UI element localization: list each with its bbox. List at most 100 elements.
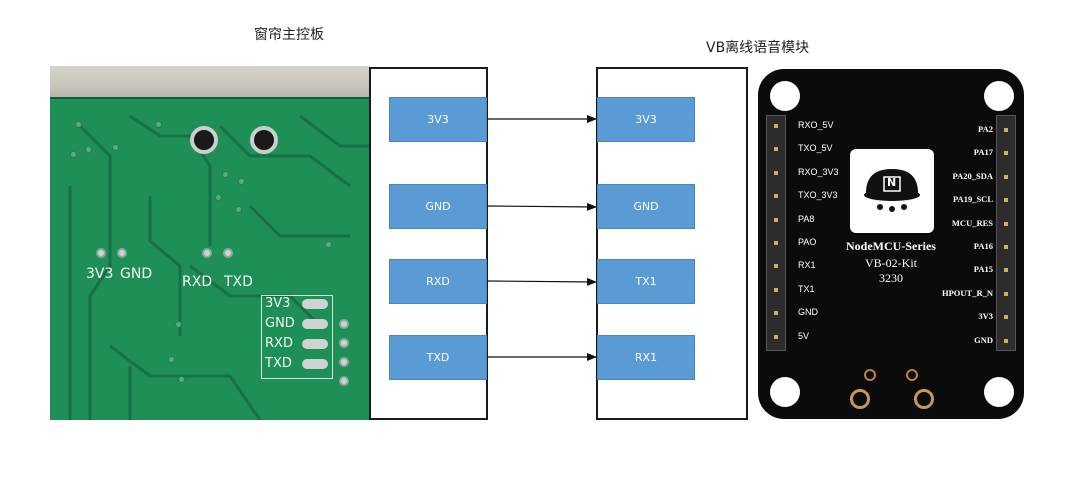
- module-number: 3230: [879, 271, 903, 285]
- arrow-gnd: [486, 202, 597, 211]
- board-background-top: [50, 66, 370, 98]
- header-pin: [302, 319, 328, 329]
- right-header-pin: [1004, 315, 1008, 320]
- right-header-pin: [1004, 128, 1008, 132]
- pcb-label-rxd: RXD: [182, 274, 213, 290]
- pcb-label-3v3: 3V3: [86, 266, 114, 282]
- right-pin-label: PA19_SCL: [953, 194, 993, 205]
- left-header-pin: [774, 264, 778, 269]
- via: [75, 121, 82, 128]
- board-pin-gnd: GND: [389, 184, 487, 229]
- left-header-pin: [774, 311, 778, 316]
- via: [155, 121, 162, 128]
- right-header-pin: [1004, 221, 1008, 226]
- via: [178, 376, 185, 383]
- pcb-component: [250, 126, 278, 154]
- header-pin: [302, 299, 328, 309]
- left-pin-label: RXO_3V3: [798, 166, 839, 177]
- via: [70, 151, 77, 158]
- header-label-3v3: 3V3: [265, 296, 291, 311]
- via: [222, 171, 229, 178]
- left-pin-label: 5V: [798, 330, 810, 341]
- board-pin-3v3: 3V3: [389, 97, 487, 142]
- left-pin-header: [766, 115, 786, 351]
- via: [238, 178, 245, 185]
- left-header-pin: [774, 194, 778, 199]
- right-pin-label: PA15: [973, 264, 993, 275]
- board-pin-rxd: RXD: [389, 259, 487, 304]
- left-pin-label: TXO_5V: [798, 143, 833, 154]
- left-header-pin: [774, 287, 778, 292]
- right-header-pin: [1004, 291, 1008, 296]
- pcb-pad: [339, 319, 349, 329]
- right-pin-label: PA16: [973, 241, 993, 251]
- header-label-txd: TXD: [265, 356, 292, 371]
- via: [175, 321, 182, 328]
- pcb-pad-txd: [223, 248, 233, 258]
- right-pin-label: HPOUT_R_N: [942, 287, 993, 298]
- left-pin-label: TXO_3V3: [798, 190, 838, 201]
- left-pin-label: TX1: [798, 283, 815, 294]
- via: [85, 146, 92, 153]
- right-pin-label: 3V3: [978, 311, 993, 322]
- board-pin-txd: TXD: [389, 335, 487, 380]
- pcb-label-txd: TXD: [224, 274, 253, 290]
- nodemcu-logo-icon: [864, 169, 920, 212]
- speaker-pad: [864, 369, 876, 381]
- left-pin-label: PAO: [798, 237, 817, 247]
- right-header-pin: [1004, 198, 1008, 203]
- pcb-header-outline: [261, 295, 333, 379]
- right-pin-label: GND: [974, 334, 993, 345]
- right-header-pin: [1004, 151, 1008, 156]
- left-header-pin: [774, 217, 778, 222]
- voice-module-title: VB离线语音模块: [706, 40, 810, 56]
- mounting-hole: [984, 377, 1014, 407]
- left-header-pin: [774, 147, 778, 152]
- module-pin-tx1: TX1: [597, 259, 695, 304]
- left-pin-label: PA8: [798, 213, 815, 224]
- module-series: NodeMCU-Series: [846, 239, 936, 253]
- via: [235, 206, 242, 213]
- module-model: VB-02-Kit: [865, 256, 917, 270]
- left-pin-label: RXO_5V: [798, 120, 834, 130]
- right-header-pin: [1004, 338, 1008, 343]
- left-header-pin: [774, 334, 778, 339]
- header-label-rxd: RXD: [265, 336, 293, 351]
- module-pin-rx1: RX1: [597, 335, 695, 380]
- pcb-component: [190, 126, 218, 154]
- module-pin-gnd: GND: [597, 184, 695, 229]
- right-pin-label: PA17: [973, 147, 993, 158]
- right-header-pin: [1004, 245, 1008, 249]
- pcb-pad-3v3: [96, 248, 106, 258]
- right-pin-header: [996, 115, 1016, 351]
- right-header-pin: [1004, 268, 1008, 273]
- left-header-pin: [774, 170, 778, 175]
- right-pin-label: MCU_RES: [951, 217, 993, 228]
- speaker-pad: [914, 389, 934, 409]
- via: [215, 194, 222, 201]
- logo-letter: N: [887, 176, 897, 189]
- left-header-pin: [774, 241, 778, 245]
- speaker-pad: [906, 369, 918, 381]
- pcb-pad-rxd: [202, 248, 212, 258]
- pcb-pad-gnd: [117, 248, 127, 258]
- main-board-photo: 3V3 GND RXD TXD 3V3 GND RXD TXD: [50, 66, 370, 420]
- module-pin-3v3: 3V3: [597, 97, 695, 142]
- header-label-gnd: GND: [265, 316, 295, 331]
- via: [168, 356, 175, 363]
- main-board-title: 窗帘主控板: [254, 27, 324, 43]
- pcb-traces: [50, 97, 370, 420]
- pcb-pad: [339, 338, 349, 348]
- mounting-hole: [770, 81, 800, 111]
- pcb-label-gnd: GND: [120, 266, 153, 282]
- pcb-pad: [339, 376, 349, 386]
- mounting-hole: [984, 81, 1014, 111]
- right-pin-label: PA20_SDA: [952, 170, 993, 181]
- module-logo-box: N: [850, 149, 934, 233]
- pcb-pad: [339, 357, 349, 367]
- left-header-pin: [774, 124, 778, 128]
- left-pin-label: RX1: [798, 260, 816, 271]
- left-pin-label: GND: [798, 307, 818, 318]
